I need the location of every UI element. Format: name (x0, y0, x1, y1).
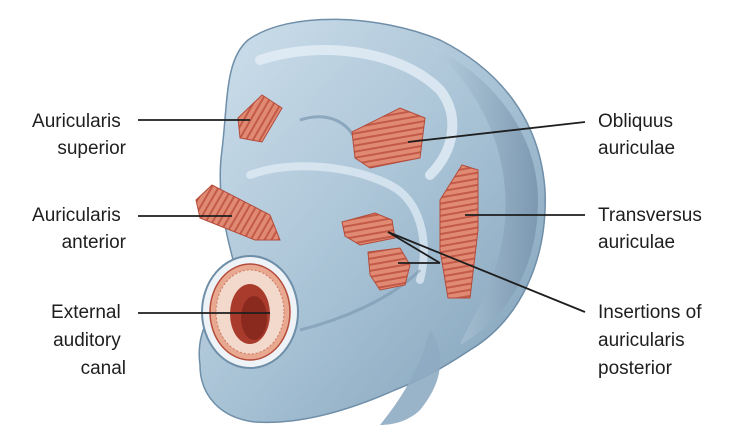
label-transversus-auriculae: Transversus auriculae (598, 205, 707, 253)
label-auricularis-superior: Auricularis superior (32, 111, 127, 159)
external-auditory-canal (202, 256, 298, 368)
label-insertions-auricularis-posterior: Insertions of auricularis posterior (598, 302, 707, 379)
label-external-auditory-canal: External auditory canal (51, 302, 126, 379)
label-obliquus-auriculae: Obliquus auriculae (598, 111, 678, 159)
ear-illustration (196, 19, 545, 425)
label-auricularis-anterior: Auricularis anterior (32, 205, 127, 253)
